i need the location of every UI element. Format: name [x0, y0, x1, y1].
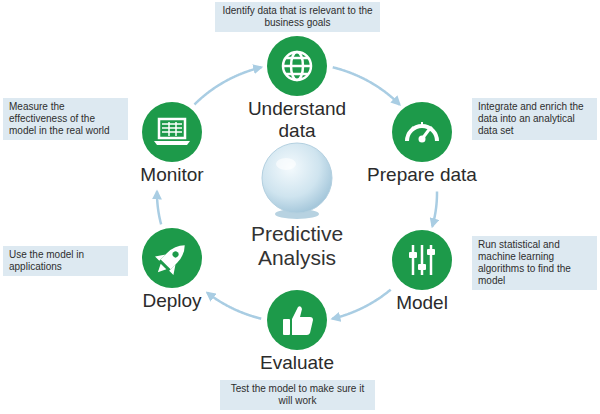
- callout-text: Integrate and enrich the data into an an…: [478, 101, 591, 137]
- callout-text: Run statistical and machine learning alg…: [478, 239, 591, 287]
- callout-box: Use the model in applications: [3, 246, 128, 276]
- stage-disc: [392, 230, 452, 290]
- stage-node: Monitor: [122, 102, 222, 186]
- stage-disc: [267, 290, 327, 350]
- stage-node: Prepare data: [352, 102, 492, 186]
- cycle-arrow: [207, 293, 261, 319]
- callout-text: Identify data that is relevant to the bu…: [221, 5, 374, 29]
- stage-label: Model: [396, 292, 448, 314]
- callout-text: Measure the effectiveness of the model i…: [9, 101, 122, 137]
- stage-icon: [154, 119, 190, 145]
- callout-box: Test the model to make sure it will work: [220, 380, 375, 410]
- stage-label: Evaluate: [260, 352, 334, 374]
- stage-circle: [142, 228, 202, 288]
- stage-label: Prepare data: [367, 164, 477, 186]
- center-label: Predictive Analysis: [227, 222, 367, 270]
- stage-node: Understand data: [235, 36, 359, 142]
- stage-node: Deploy: [122, 228, 222, 312]
- stage-icon: [283, 306, 313, 335]
- stage-node: Evaluate: [242, 290, 352, 374]
- stage-icon: [283, 52, 311, 80]
- callout-box: Measure the effectiveness of the model i…: [3, 98, 128, 140]
- stage-label: Deploy: [142, 290, 201, 312]
- cycle-arrow: [157, 191, 161, 224]
- stage-circle: [267, 290, 327, 350]
- stage-disc: [142, 102, 202, 162]
- callout-box: Run statistical and machine learning alg…: [472, 236, 597, 290]
- stage-circle: [267, 36, 327, 96]
- stage-label: Understand data: [235, 98, 359, 142]
- stage-disc: [267, 36, 327, 96]
- stage-circle: [392, 102, 452, 162]
- stage-circle: [142, 102, 202, 162]
- cycle-arrow: [432, 191, 437, 226]
- stage-label: Monitor: [140, 164, 203, 186]
- stage-icon: [407, 122, 437, 143]
- ball-highlight: [276, 158, 296, 170]
- ball-sphere: [262, 143, 332, 213]
- callout-box: Integrate and enrich the data into an an…: [472, 98, 597, 140]
- stage-disc: [142, 228, 202, 288]
- stage-disc: [392, 102, 452, 162]
- callout-text: Test the model to make sure it will work: [226, 383, 369, 407]
- stage-icon: [149, 236, 194, 281]
- callout-box: Identify data that is relevant to the bu…: [215, 2, 380, 32]
- cycle-arrow: [332, 290, 390, 319]
- callout-text: Use the model in applications: [9, 249, 122, 273]
- stage-node: Model: [372, 230, 472, 314]
- stage-circle: [392, 230, 452, 290]
- stage-icon: [409, 245, 435, 275]
